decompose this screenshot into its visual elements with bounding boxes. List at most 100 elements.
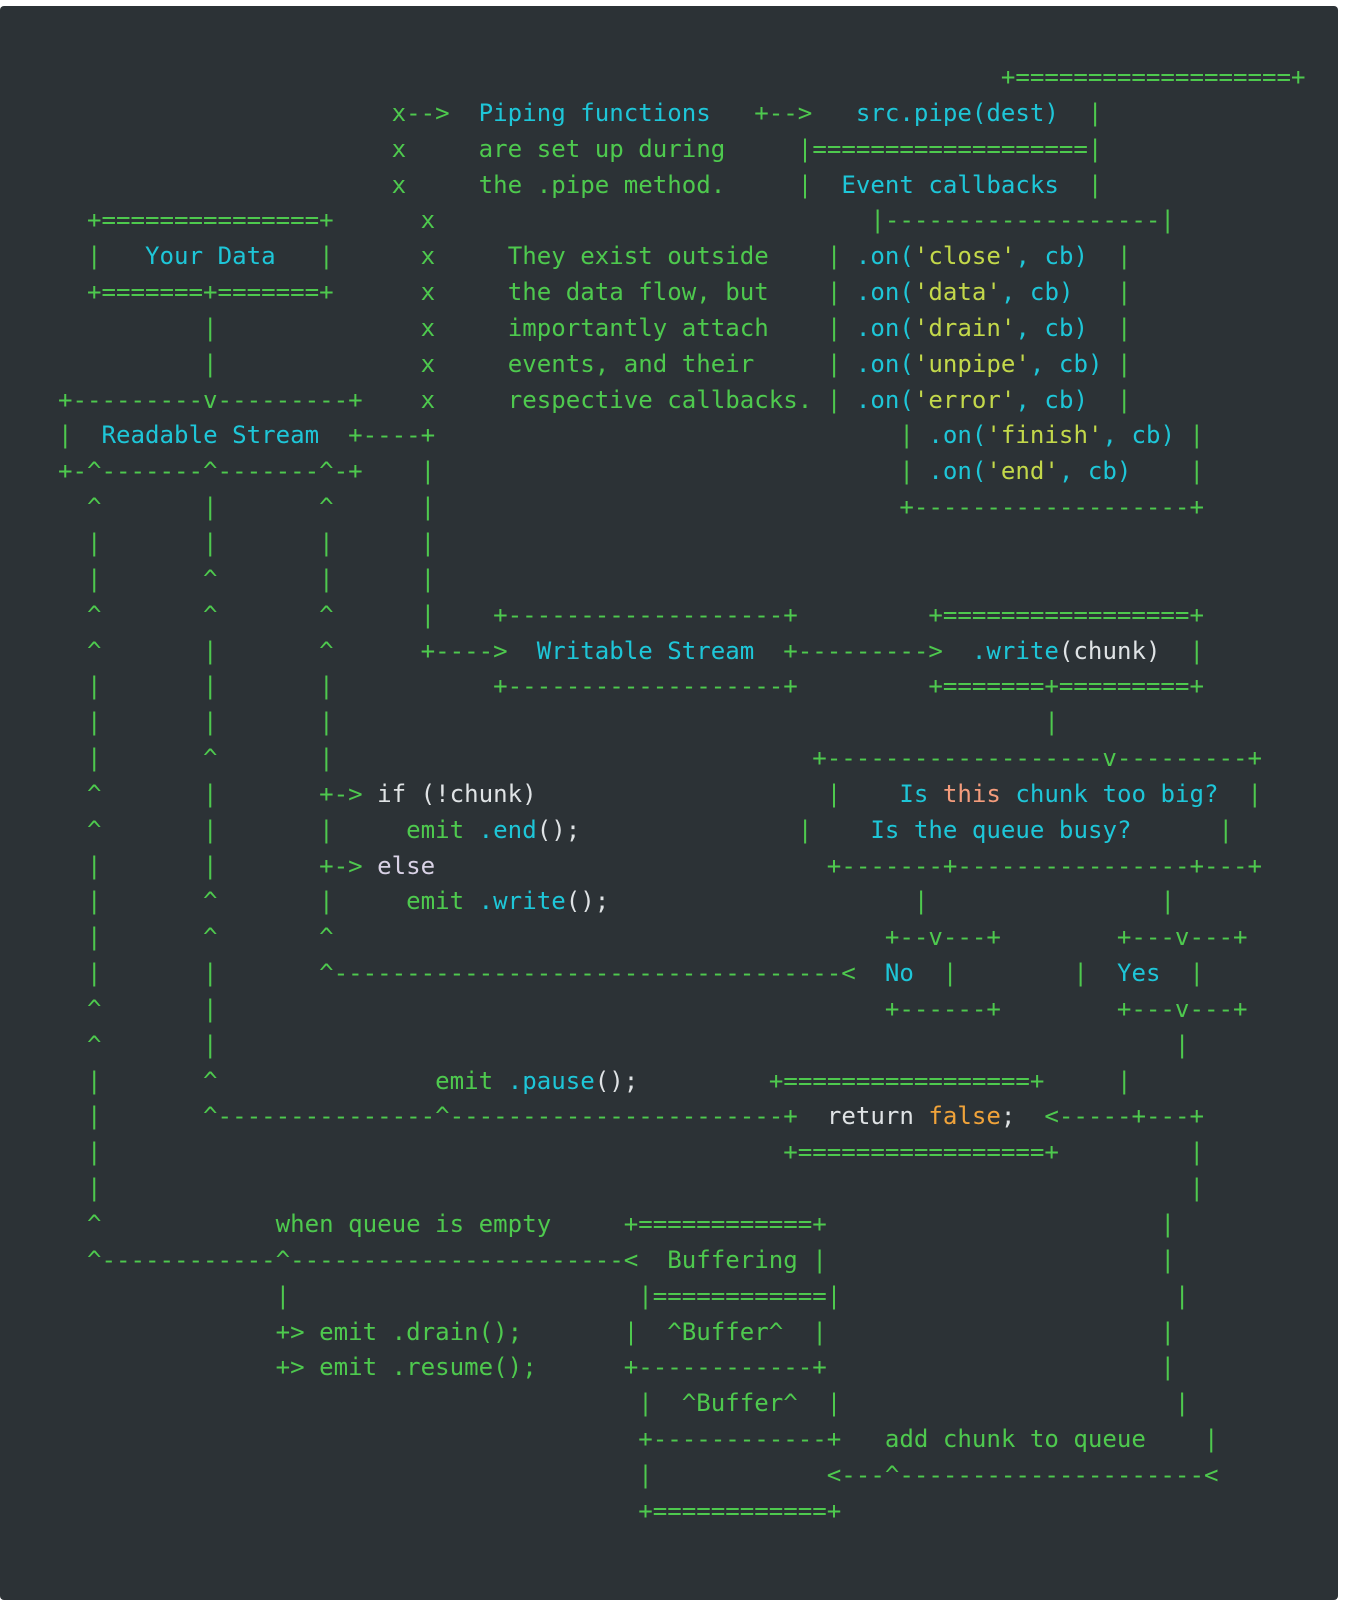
diagram-text: +============+ — [58, 1496, 842, 1525]
diagram-line: x--> Piping functions +--> src.pipe(dest… — [58, 96, 1306, 132]
diagram-line: x are set up during |===================… — [58, 132, 1306, 168]
diagram-text: | x — [275, 242, 508, 271]
diagram-line: | | | | — [58, 526, 1306, 562]
diagram-text: | — [1058, 170, 1103, 199]
stream-flow-ascii-diagram: +===================+ x--> Piping functi… — [58, 60, 1306, 1530]
diagram-text: ^ — [58, 1210, 276, 1238]
diagram-text: are set up during — [478, 134, 726, 163]
diagram-line: ^------------^-----------------------< B… — [58, 1243, 1306, 1279]
diagram-line: | ^ ^ +--v---+ +---v---+ — [58, 920, 1306, 956]
diagram-line: | |============| | — [58, 1279, 1306, 1315]
diagram-text: .on( — [855, 385, 914, 414]
diagram-line: | | +-> else +-------+----------------+-… — [58, 849, 1306, 885]
diagram-text: +----+ | — [319, 421, 929, 450]
diagram-text: | — [754, 349, 856, 378]
diagram-text: | — [725, 170, 842, 199]
diagram-text: , cb) — [1102, 421, 1175, 450]
diagram-text: if (!chunk) — [377, 779, 537, 808]
diagram-line: ^ | | emit .end(); | Is the queue busy? … — [58, 813, 1306, 849]
diagram-line: | ^ emit .pause(); +=================+ | — [58, 1064, 1306, 1100]
diagram-text: Readable Stream — [101, 421, 320, 450]
diagram-line: +------------+ add chunk to queue | — [58, 1422, 1306, 1458]
diagram-text: | <---^---------------------< — [58, 1460, 1219, 1489]
diagram-text: this — [942, 779, 1001, 808]
diagram-text: false — [928, 1102, 1001, 1131]
diagram-text: +-^-------^-------^-+ | | — [58, 457, 929, 486]
diagram-text: | x — [58, 349, 508, 378]
diagram-text: | +=================+ | — [58, 1138, 1204, 1167]
diagram-text: (); — [565, 887, 610, 916]
diagram-text: | | +-> — [58, 851, 378, 880]
diagram-text: 'finish' — [986, 421, 1103, 450]
diagram-text: x — [58, 170, 479, 199]
code-panel: +===================+ x--> Piping functi… — [0, 6, 1338, 1600]
diagram-line: +===============+ x |-------------------… — [58, 203, 1306, 239]
diagram-line: +> emit .resume(); +------------+ | — [58, 1350, 1306, 1386]
diagram-line: | | — [58, 1171, 1306, 1207]
diagram-text: return — [826, 1102, 929, 1131]
diagram-text: (); — [594, 1066, 639, 1095]
diagram-line: +============+ — [58, 1494, 1306, 1530]
diagram-text: | — [768, 278, 856, 307]
diagram-line: | ^Buffer^ | | — [58, 1386, 1306, 1422]
diagram-text: add chunk to queue — [884, 1425, 1146, 1454]
diagram-text: 'drain' — [913, 313, 1016, 342]
diagram-text: | | — [913, 959, 1117, 988]
diagram-text: +=================+ | — [638, 1066, 1132, 1095]
diagram-text: , cb) — [1015, 385, 1088, 414]
diagram-text: They exist outside — [507, 242, 769, 271]
diagram-text: | — [812, 385, 856, 414]
diagram-text: | — [1145, 1425, 1219, 1454]
diagram-text: | — [1073, 278, 1132, 307]
diagram-text: .on( — [855, 313, 914, 342]
diagram-text: | | — [58, 1174, 1204, 1203]
diagram-text: | | ^-----------------------------------… — [58, 959, 885, 988]
diagram-text: Your Data — [145, 242, 276, 271]
diagram-text: .pause — [507, 1066, 595, 1095]
diagram-line: ^ | ^ | +-------------------+ — [58, 490, 1306, 526]
diagram-text: +===============+ x |-------------------… — [58, 206, 1175, 235]
diagram-line: | x events, and their | .on('unpipe', cb… — [58, 347, 1306, 383]
diagram-text: | ^Buffer^ | | — [58, 1389, 1190, 1418]
diagram-text: respective callbacks. — [507, 385, 813, 414]
diagram-text: | ^ | +-------------------v---------+ — [58, 744, 1262, 773]
diagram-line: ^ | | — [58, 1028, 1306, 1064]
diagram-text: +===================+ — [58, 63, 1306, 91]
diagram-text: | ^ | — [58, 887, 407, 916]
diagram-text: +-------+----------------+---+ — [435, 851, 1262, 880]
diagram-line: +=======+=======+ x the data flow, but |… — [58, 275, 1306, 311]
diagram-text: | — [1058, 98, 1103, 127]
diagram-text: when queue is empty — [275, 1210, 552, 1238]
diagram-text: | — [1160, 959, 1204, 988]
diagram-text: Buffering — [667, 1245, 798, 1274]
diagram-text: +=======+=======+ x — [58, 278, 508, 307]
diagram-text: | — [1102, 349, 1132, 378]
diagram-text: | — [536, 779, 900, 808]
diagram-text: | ^---------------^---------------------… — [58, 1102, 827, 1131]
diagram-text: | |============| | — [58, 1281, 1190, 1310]
diagram-line: | ^ | +-------------------v---------+ — [58, 741, 1306, 777]
diagram-text: the data flow, but — [507, 278, 769, 307]
diagram-text: ^ ^ ^ | +-------------------+ +=========… — [58, 600, 1204, 629]
diagram-text: ^ | | — [58, 1030, 1190, 1059]
diagram-line: ^ when queue is empty +============+ | — [58, 1207, 1306, 1243]
diagram-text: .write — [478, 887, 566, 916]
diagram-text: importantly attach — [507, 313, 769, 342]
diagram-line: | | | | — [58, 705, 1306, 741]
diagram-text: ; — [1000, 1102, 1016, 1131]
diagram-text: else — [377, 851, 436, 880]
diagram-text: | | — [797, 1245, 1175, 1274]
diagram-text: | ^Buffer^ | | — [522, 1317, 1175, 1346]
diagram-text: events, and their — [507, 349, 755, 378]
diagram-text: ^ | ^ +----> — [58, 636, 537, 665]
diagram-line: x the .pipe method. | Event callbacks | — [58, 168, 1306, 204]
diagram-text: .on( — [855, 278, 914, 307]
diagram-text: 'close' — [913, 242, 1016, 271]
diagram-text: | — [1218, 779, 1263, 808]
diagram-line: | | | +-------------------+ +=======+===… — [58, 669, 1306, 705]
diagram-text: No — [884, 959, 914, 988]
diagram-text: x — [58, 134, 479, 163]
diagram-text: ^ | ^ | +-------------------+ — [58, 493, 1204, 522]
diagram-text: | — [580, 815, 871, 844]
diagram-text: Is the queue busy? — [870, 815, 1132, 844]
